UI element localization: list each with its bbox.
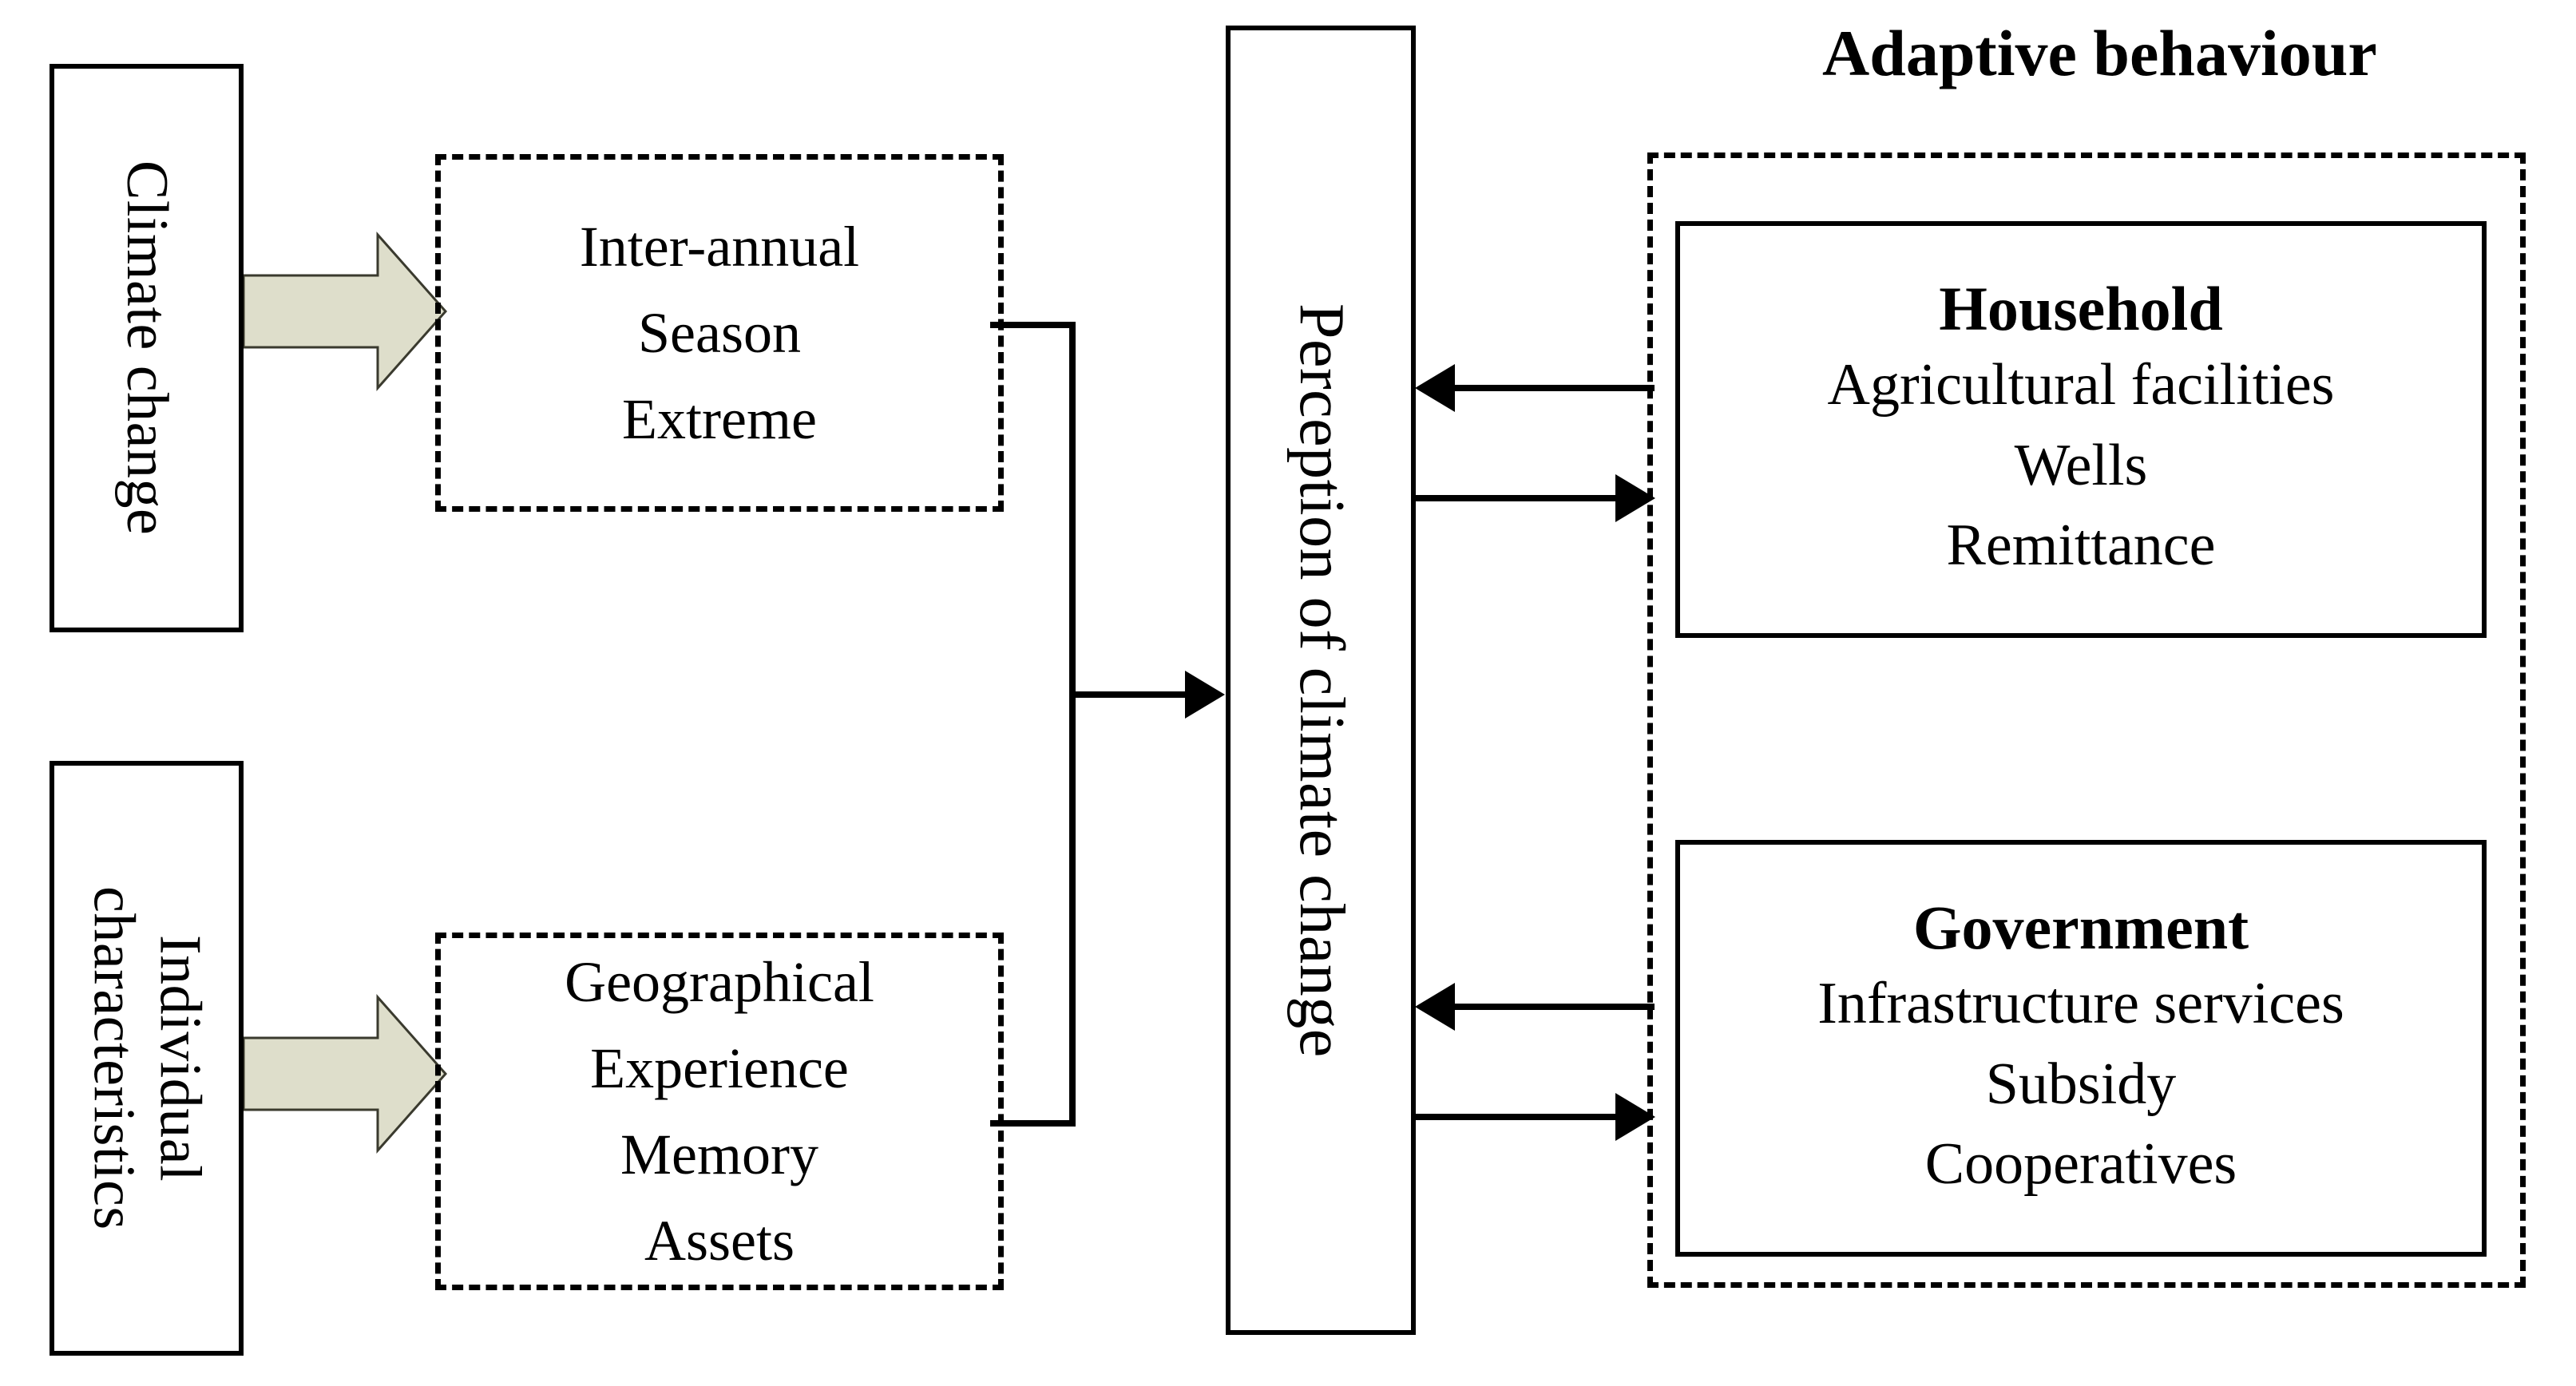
factor-list-climate: Inter-annual Season Extreme <box>441 160 998 506</box>
arrow-household-to-perception-line <box>1455 385 1655 391</box>
bracket-to-perception-arrowhead <box>1185 671 1225 719</box>
factor-item: Inter-annual <box>579 215 860 279</box>
arrow-perception-to-household-head <box>1615 474 1655 522</box>
driver-label-climate-change: Climate change <box>113 160 180 536</box>
actor-heading-government: Government <box>1912 893 2249 963</box>
actor-box-government: Government Infrastructure services Subsi… <box>1675 840 2487 1257</box>
factor-item: Extreme <box>622 387 817 451</box>
factor-item: Geographical <box>565 950 874 1014</box>
actor-item: Agricultural facilities <box>1827 352 2335 418</box>
factor-box-climate: Inter-annual Season Extreme <box>435 154 1004 512</box>
arrow-perception-to-household-line <box>1416 495 1615 501</box>
block-arrow-individual-to-factors <box>242 994 448 1154</box>
driver-label-wrapper-climate-change: Climate change <box>54 69 239 628</box>
block-arrow-icon <box>242 994 448 1154</box>
factor-item: Experience <box>590 1036 849 1100</box>
factor-item: Assets <box>644 1209 795 1273</box>
arrow-perception-to-government-head <box>1615 1093 1655 1141</box>
arrow-household-to-perception-head <box>1415 364 1455 412</box>
actor-item: Subsidy <box>1985 1051 2177 1117</box>
block-arrow-icon <box>242 232 448 391</box>
actor-item: Cooperatives <box>1924 1131 2237 1198</box>
factor-item: Memory <box>620 1123 818 1186</box>
adaptive-behaviour-container <box>1647 152 2526 1288</box>
factor-list-individual: Geographical Experience Memory Assets <box>441 938 998 1285</box>
perception-label: Perception of climate change <box>1286 303 1357 1058</box>
block-arrow-climate-to-factors <box>242 232 448 391</box>
arrow-government-to-perception-head <box>1415 983 1455 1031</box>
driver-label-wrapper-individual-characteristics: Individual characteristics <box>54 766 239 1351</box>
arrow-government-to-perception-line <box>1455 1004 1655 1010</box>
arrow-perception-to-government-line <box>1416 1114 1615 1120</box>
bracket-to-perception-line <box>1069 691 1185 698</box>
actor-box-household: Household Agricultural facilities Wells … <box>1675 221 2487 638</box>
bracket-top-segment <box>990 322 1076 328</box>
actor-item: Wells <box>2014 432 2148 498</box>
actor-content-household: Household Agricultural facilities Wells … <box>1680 226 2482 633</box>
factor-box-individual: Geographical Experience Memory Assets <box>435 933 1004 1290</box>
driver-box-climate-change: Climate change <box>50 64 244 632</box>
actor-heading-household: Household <box>1939 274 2223 344</box>
bracket-bottom-segment <box>990 1120 1076 1127</box>
driver-box-individual-characteristics: Individual characteristics <box>50 761 244 1356</box>
actor-item: Remittance <box>1946 513 2216 579</box>
perception-label-wrapper: Perception of climate change <box>1231 30 1411 1330</box>
driver-label-individual-characteristics: Individual characteristics <box>81 886 213 1230</box>
bracket-spine <box>1069 322 1076 1127</box>
perception-box: Perception of climate change <box>1226 26 1416 1335</box>
actor-item: Infrastructure services <box>1817 971 2344 1037</box>
factor-item: Season <box>638 301 801 365</box>
actor-content-government: Government Infrastructure services Subsi… <box>1680 845 2482 1252</box>
adaptive-behaviour-title-text: Adaptive behaviour <box>1822 17 2377 89</box>
adaptive-behaviour-title: Adaptive behaviour <box>1822 16 2377 91</box>
